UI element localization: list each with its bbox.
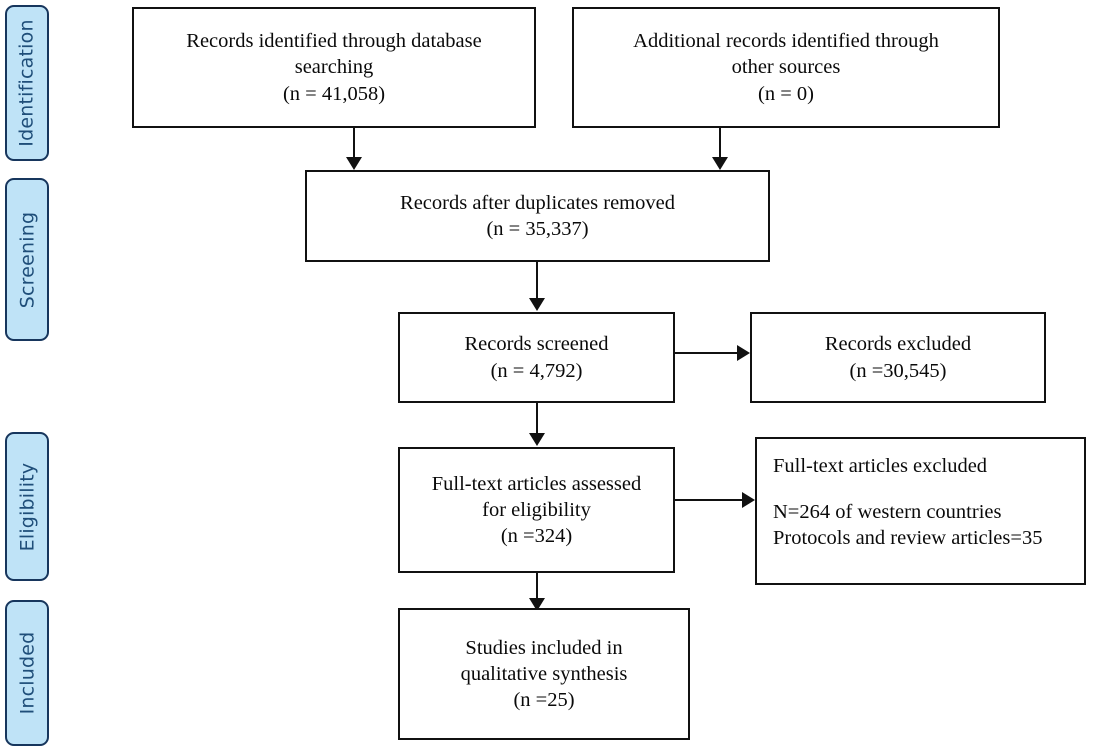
arrowhead-records-identified-to-duplicates bbox=[346, 157, 362, 170]
phase-label-eligibility-text: Eligibility bbox=[16, 462, 39, 551]
connector-records-identified-to-duplicates bbox=[353, 128, 355, 159]
box-fulltext-assessed: Full-text articles assessed for eligibil… bbox=[398, 447, 675, 573]
phase-label-identification-text: Identification bbox=[16, 19, 39, 147]
fulltext-assessed-count: (n =324) bbox=[500, 525, 573, 548]
phase-label-included: Included bbox=[5, 600, 49, 746]
connector-duplicates-to-records-screened bbox=[536, 262, 538, 300]
studies-included-line-2: qualitative synthesis bbox=[460, 662, 628, 685]
records-identified-count: (n = 41,058) bbox=[282, 82, 386, 105]
fulltext-excluded-line-3: Protocols and review articles=35 bbox=[773, 527, 1043, 550]
arrowhead-records-screened-to-fulltext bbox=[529, 433, 545, 446]
phase-label-identification: Identification bbox=[5, 5, 49, 161]
phase-label-screening-text: Screening bbox=[16, 211, 39, 308]
phase-label-eligibility: Eligibility bbox=[5, 432, 49, 581]
connector-fulltext-assessed-to-excluded bbox=[675, 499, 744, 501]
box-duplicates-removed: Records after duplicates removed (n = 35… bbox=[305, 170, 770, 262]
records-excluded-line-1: Records excluded bbox=[824, 333, 972, 356]
records-identified-line-1: Records identified through database bbox=[186, 30, 482, 53]
studies-included-count: (n =25) bbox=[513, 689, 575, 712]
fulltext-excluded-line-1: Full-text articles excluded bbox=[773, 455, 988, 477]
box-records-screened: Records screened (n = 4,792) bbox=[398, 312, 675, 403]
fulltext-excluded-spacer bbox=[773, 479, 1072, 499]
box-records-excluded: Records excluded (n =30,545) bbox=[750, 312, 1046, 403]
duplicates-removed-line-1: Records after duplicates removed bbox=[400, 191, 675, 214]
studies-included-line-1: Studies included in bbox=[465, 636, 623, 659]
records-excluded-count: (n =30,545) bbox=[849, 359, 947, 382]
connector-records-screened-to-excluded bbox=[675, 352, 739, 354]
duplicates-removed-count: (n = 35,337) bbox=[486, 218, 589, 240]
additional-records-count: (n = 0) bbox=[758, 82, 814, 105]
records-screened-line-1: Records screened bbox=[464, 333, 609, 356]
connector-additional-records-to-duplicates bbox=[719, 128, 721, 159]
phase-label-included-text: Included bbox=[16, 631, 39, 715]
connector-records-screened-to-fulltext bbox=[536, 403, 538, 435]
records-identified-line-2: searching bbox=[294, 56, 374, 79]
arrowhead-additional-records-to-duplicates bbox=[712, 157, 728, 170]
box-studies-included: Studies included in qualitative synthesi… bbox=[398, 608, 690, 740]
box-fulltext-excluded: Full-text articles excluded N=264 of wes… bbox=[755, 437, 1086, 585]
box-records-identified: Records identified through database sear… bbox=[132, 7, 536, 128]
arrowhead-fulltext-assessed-to-excluded bbox=[742, 492, 755, 508]
connector-fulltext-assessed-to-studies-included bbox=[536, 573, 538, 602]
fulltext-assessed-line-2: for eligibility bbox=[482, 498, 591, 521]
fulltext-excluded-line-2: N=264 of western countries bbox=[773, 501, 1002, 524]
records-screened-count: (n = 4,792) bbox=[490, 359, 583, 382]
box-additional-records: Additional records identified through ot… bbox=[572, 7, 1000, 128]
additional-records-line-2: other sources bbox=[731, 56, 841, 79]
arrowhead-records-screened-to-excluded bbox=[737, 345, 750, 361]
fulltext-assessed-line-1: Full-text articles assessed bbox=[431, 472, 642, 495]
arrowhead-duplicates-to-records-screened bbox=[529, 298, 545, 311]
arrowhead-fulltext-assessed-to-studies-included bbox=[529, 598, 545, 611]
additional-records-line-1: Additional records identified through bbox=[633, 30, 939, 53]
phase-label-screening: Screening bbox=[5, 178, 49, 341]
